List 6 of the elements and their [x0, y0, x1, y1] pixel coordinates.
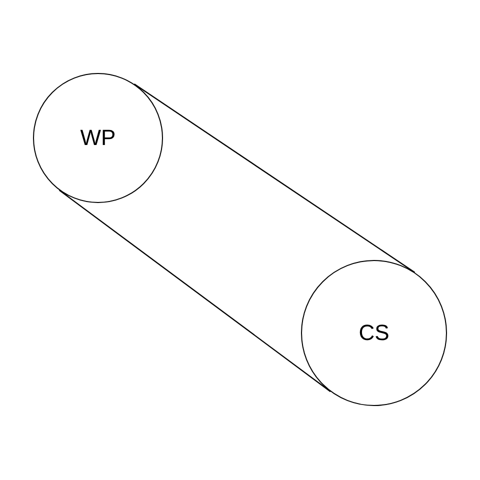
belt-line [134, 84, 416, 273]
pulley-circle [33, 73, 163, 203]
pulley-label: CS [358, 320, 390, 346]
belt-line [58, 190, 331, 392]
pulley-circle [301, 260, 447, 406]
pulley-label: WP [80, 125, 116, 151]
